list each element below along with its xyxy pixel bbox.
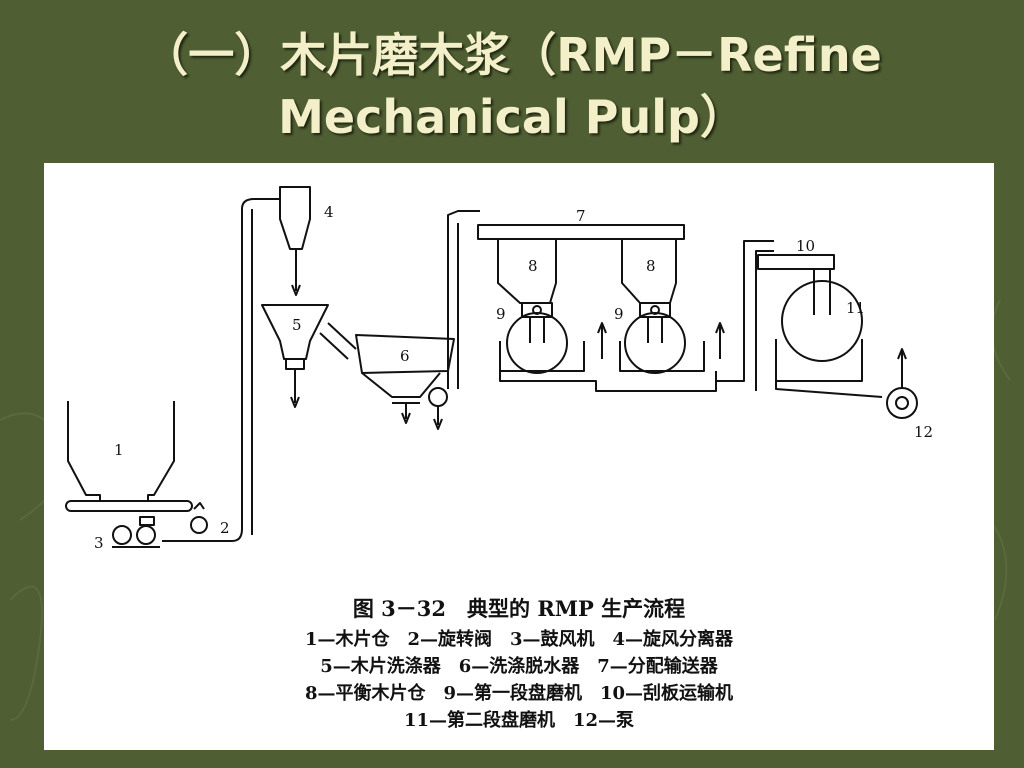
pulp-pump [886, 387, 918, 419]
label-6: 6 [400, 347, 410, 365]
label-3: 3 [94, 534, 104, 552]
label-5: 5 [292, 316, 302, 334]
rotary-valve [190, 516, 208, 534]
cyclone-separator [279, 186, 311, 250]
label-11: 11 [846, 299, 865, 317]
refiner-stage1-b [624, 312, 686, 374]
refiner-stage2 [781, 280, 863, 362]
chip-washer [261, 304, 329, 360]
title-line-2: Mechanical Pulp） [278, 90, 746, 144]
process-flow-drawing: 1 2 3 4 5 6 7 8 8 9 9 10 11 12 [65, 186, 933, 552]
refiner-stage1-a [506, 312, 568, 374]
label-2: 2 [220, 519, 230, 537]
metering-bin-1 [497, 239, 557, 304]
figure-legend-line-1: 1—木片仓 2—旋转阀 3—鼓风机 4—旋风分离器 [304, 629, 734, 650]
label-7: 7 [576, 207, 586, 225]
chip-bin [67, 401, 101, 501]
pneumatic-line [162, 198, 280, 542]
figure-legend-line-3: 8—平衡木片仓 9—第一段盘磨机 10—刮板运输机 [304, 683, 734, 704]
figure-caption-title: 图 3－32 典型的 RMP 生产流程 [352, 596, 686, 621]
figure-legend-line-4: 11—第二段盘磨机 12—泵 [403, 710, 635, 731]
title-line-1: （一）木片磨木浆（RMP－Refine [0, 24, 1024, 86]
title-line1-en: RMP－Refine [556, 28, 882, 82]
rmp-flow-diagram: 1 2 3 4 5 6 7 8 8 9 9 10 11 12 图 3－32 典型… [44, 163, 994, 750]
figure-legend-line-2: 5—木片洗涤器 6—洗涤脱水器 7—分配输送器 [320, 656, 718, 677]
blower [112, 525, 132, 545]
belt-conveyor [65, 500, 193, 512]
title-line1-cn: （一）木片磨木浆（ [142, 28, 557, 82]
label-8b: 8 [646, 257, 656, 275]
transfer-pump [428, 387, 448, 407]
label-4: 4 [324, 203, 334, 221]
slide-title: （一）木片磨木浆（RMP－Refine Mechanical Pulp） [0, 24, 1024, 148]
label-8a: 8 [528, 257, 538, 275]
distributing-conveyor [477, 224, 685, 240]
label-1: 1 [114, 441, 124, 459]
vertical-conveyor [447, 210, 480, 389]
label-12: 12 [914, 423, 933, 441]
label-10: 10 [796, 237, 815, 255]
label-9a: 9 [496, 305, 506, 323]
scraper-conveyor [757, 254, 835, 270]
label-9b: 9 [614, 305, 624, 323]
